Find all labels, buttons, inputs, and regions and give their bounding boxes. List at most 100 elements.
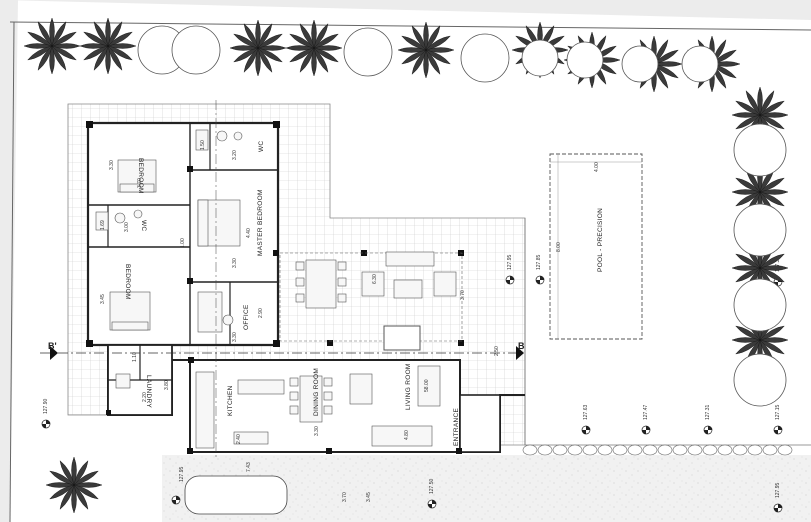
dimension-text: 1.69: [100, 220, 106, 230]
palm-tree-icon: [285, 19, 343, 77]
round-tree-icon: [733, 203, 787, 257]
room-label-entrance: ENTRANCE: [453, 407, 460, 446]
dimension-text: 58.00: [424, 379, 430, 392]
dimension-text: 3.80: [164, 380, 170, 390]
dimension-text: 3.70: [137, 178, 143, 188]
level-text: 127.95: [507, 254, 513, 270]
hedge-row: [522, 444, 793, 456]
dimension-text: 4.80: [404, 430, 410, 440]
room-label-pool: POOL - PRECISION: [597, 208, 604, 272]
shrub-icon: [582, 444, 598, 456]
level-text: 127.90: [43, 398, 49, 414]
furniture: [95, 129, 457, 515]
round-tree-icon: [171, 25, 221, 75]
dimension-text: 1.50: [200, 140, 206, 150]
level-text: 127.95: [775, 482, 781, 498]
shrub-icon: [777, 444, 793, 456]
pool: [549, 153, 643, 340]
dimension-text: 2.20: [142, 392, 148, 402]
shrub-icon: [612, 444, 628, 456]
section-arrow-right: [516, 346, 524, 360]
shrub-icon: [732, 444, 748, 456]
level-text: 127.30: [775, 256, 781, 272]
room-label-wc-2: WC: [140, 220, 147, 231]
pool-deck-edge: [524, 218, 811, 446]
round-tree-icon: [521, 39, 559, 77]
room-label-bedroom-2: BEDROOM: [124, 264, 131, 300]
dimension-text: 4.00: [594, 162, 600, 172]
dimension-text: 3.30: [109, 160, 115, 170]
shrub-icon: [702, 444, 718, 456]
dimension-text: 3.45: [366, 492, 372, 502]
section-marker-left: B': [48, 341, 57, 351]
shrub-icon: [522, 444, 538, 456]
room-label-laundry: LAUNDRY: [145, 375, 152, 408]
dimension-text: 2.90: [258, 308, 264, 318]
shrub-icon: [627, 444, 643, 456]
site-boundary-left: [9, 21, 15, 522]
dimension-text: 3.45: [100, 294, 106, 304]
site-edge-shading: [0, 0, 811, 20]
room-label-wc-1: WC: [258, 141, 265, 152]
shrub-icon: [747, 444, 763, 456]
room-label-master-bedroom: MASTER BEDROOM: [257, 189, 264, 256]
room-label-dining-room: DINING ROOM: [313, 368, 320, 416]
level-text: 127.95: [179, 466, 185, 482]
palm-tree-icon: [45, 456, 103, 514]
level-markers: 127.95 127.85 127.30 127.90 127.63 127.4…: [41, 254, 783, 513]
dimension-text: 2.50: [494, 346, 500, 356]
level-text: 127.50: [429, 478, 435, 494]
dimensions: 3.30 3.70 1.50 3.20 1.69 3.00 1.00 4.40 …: [100, 140, 600, 502]
dimension-text: 3.30: [232, 258, 238, 268]
shrub-icon: [672, 444, 688, 456]
round-tree-icon: [733, 353, 787, 407]
level-text: 127.63: [583, 404, 589, 420]
site-boundary-top: [9, 21, 811, 31]
palm-tree-icon: [79, 17, 137, 75]
section-arrow-left: [50, 346, 58, 360]
palm-tree-icon: [229, 19, 287, 77]
shrub-icon: [717, 444, 733, 456]
round-tree-icon: [733, 278, 787, 332]
car: [184, 475, 288, 515]
dimension-text: 3.00: [124, 222, 130, 232]
shrub-icon: [762, 444, 778, 456]
shrub-icon: [657, 444, 673, 456]
shrub-icon: [537, 444, 553, 456]
level-text: 127.31: [705, 404, 711, 420]
dimension-text: 3.70: [342, 492, 348, 502]
dimension-text: 3.20: [232, 150, 238, 160]
section-marker-right: B: [518, 341, 525, 351]
round-tree-icon: [566, 41, 604, 79]
room-label-bedroom-1: BEDROOM: [137, 158, 144, 194]
shrub-icon: [597, 444, 613, 456]
round-tree-icon: [681, 45, 719, 83]
room-label-office: OFFICE: [243, 304, 250, 330]
dimension-text: 2.40: [236, 434, 242, 444]
dimension-text: 1.00: [180, 238, 186, 248]
dimension-text: 3.70: [460, 290, 466, 300]
level-text: 127.47: [643, 404, 649, 420]
room-label-living-room: LIVING ROOM: [405, 363, 412, 410]
round-tree-icon: [733, 123, 787, 177]
round-tree-icon: [343, 27, 393, 77]
dimension-text: 7.43: [246, 462, 252, 472]
dimension-text: 1.10: [132, 352, 138, 362]
room-label-kitchen: KITCHEN: [227, 385, 234, 416]
round-tree-icon: [621, 45, 659, 83]
palm-tree-icon: [397, 21, 455, 79]
dimension-text: 3.30: [314, 426, 320, 436]
shrub-icon: [642, 444, 658, 456]
shrub-icon: [567, 444, 583, 456]
level-text: 127.15: [775, 404, 781, 420]
dimension-text: 3.30: [232, 332, 238, 342]
level-text: 127.85: [536, 254, 542, 270]
dimension-text: 4.40: [246, 228, 252, 238]
palm-tree-icon: [731, 86, 789, 144]
shrub-icon: [687, 444, 703, 456]
palm-tree-icon: [625, 35, 683, 93]
pergola-outline: [279, 252, 463, 342]
palm-tree-icon: [23, 17, 81, 75]
shrub-icon: [552, 444, 568, 456]
